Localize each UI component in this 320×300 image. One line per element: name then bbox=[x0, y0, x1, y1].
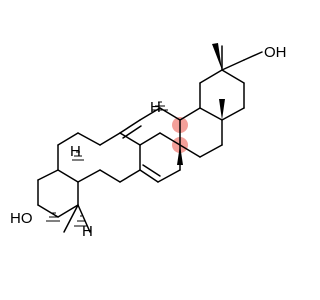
bond-double bbox=[142, 164, 161, 177]
bond bbox=[63, 204, 79, 233]
bond bbox=[159, 132, 181, 146]
oh-label: OH bbox=[264, 44, 287, 61]
stereo-h-label-ring-b: H bbox=[70, 143, 81, 160]
bond bbox=[57, 132, 79, 146]
bond-double bbox=[119, 119, 141, 134]
bond bbox=[179, 107, 201, 121]
bond bbox=[57, 204, 79, 218]
bond bbox=[99, 132, 121, 146]
bond bbox=[119, 169, 141, 183]
bond bbox=[221, 69, 245, 84]
hashed-bonds bbox=[46, 101, 168, 227]
bond bbox=[199, 107, 223, 121]
bond bbox=[221, 107, 245, 121]
bond bbox=[179, 144, 201, 158]
bond bbox=[199, 144, 223, 158]
wedge-bond bbox=[212, 43, 222, 70]
bond bbox=[199, 69, 223, 84]
bond bbox=[77, 204, 91, 233]
bond bbox=[37, 169, 59, 181]
wedge-bond bbox=[177, 145, 183, 165]
bond bbox=[221, 59, 245, 71]
bond bbox=[119, 132, 141, 146]
bond-double bbox=[122, 125, 142, 139]
bond bbox=[99, 169, 121, 183]
bond bbox=[139, 132, 161, 146]
bond bbox=[243, 51, 263, 61]
molecule-structure-diagram: OH HO H H H bbox=[10, 43, 287, 240]
bond bbox=[77, 169, 101, 183]
bond-double bbox=[139, 169, 159, 183]
bond bbox=[57, 169, 79, 183]
bond bbox=[77, 132, 101, 146]
skeleton-bonds bbox=[37, 43, 263, 233]
stereo-h-label-ring-a: H bbox=[82, 223, 93, 240]
ho-label: HO bbox=[10, 210, 33, 227]
bond bbox=[157, 169, 181, 183]
stereo-h-label-top: H bbox=[150, 99, 161, 116]
wedge-bond bbox=[219, 99, 225, 120]
bond bbox=[37, 204, 59, 218]
